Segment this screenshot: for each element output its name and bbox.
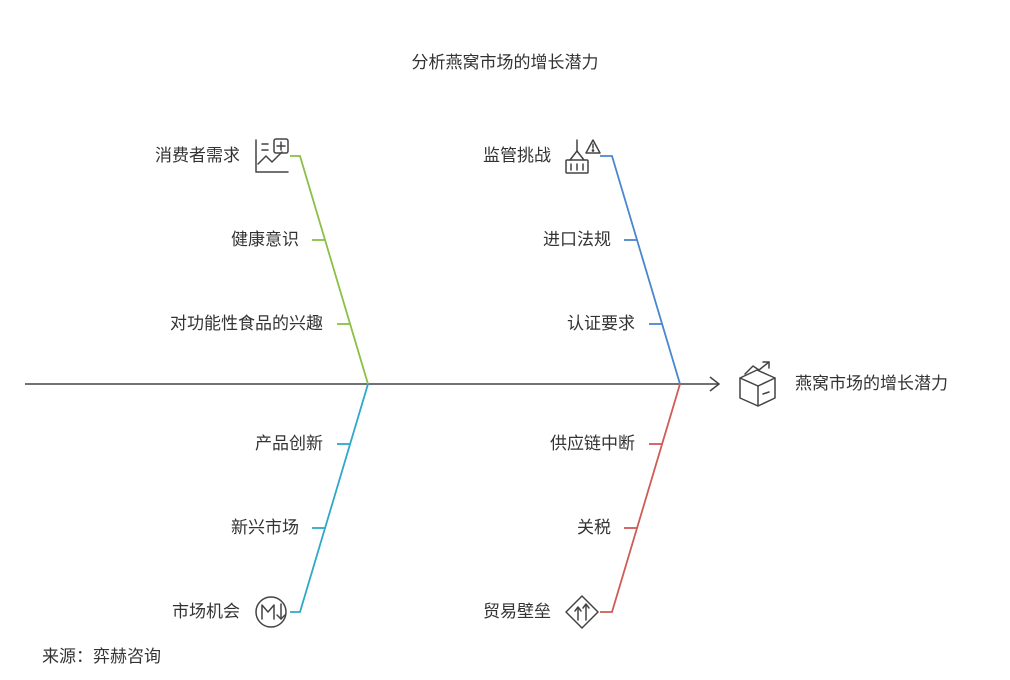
cause-label-import: 进口法规 bbox=[543, 230, 611, 250]
cause-label-innovation: 产品创新 bbox=[255, 434, 323, 454]
chart-plus-icon bbox=[255, 138, 289, 173]
source-note: 来源：弈赫咨询 bbox=[42, 647, 161, 667]
branch-consumer bbox=[290, 155, 369, 385]
cause-label-cert: 认证要求 bbox=[567, 314, 635, 334]
branch-regulation bbox=[600, 155, 681, 385]
m-down-arrow-icon bbox=[255, 596, 287, 628]
box-trend-icon bbox=[739, 361, 776, 407]
cause-label-supply: 供应链中断 bbox=[550, 434, 635, 454]
cart-warning-icon bbox=[565, 139, 601, 174]
branch-market bbox=[290, 383, 369, 613]
branch-label-regulation: 监管挑战 bbox=[483, 146, 551, 166]
cause-label-tariff: 关税 bbox=[577, 518, 611, 538]
branch-trade bbox=[600, 383, 681, 613]
branch-label-market: 市场机会 bbox=[172, 602, 240, 622]
cause-label-functional: 对功能性食品的兴趣 bbox=[170, 314, 323, 334]
up-arrow-diamond-icon bbox=[565, 595, 599, 629]
cause-label-emerging: 新兴市场 bbox=[231, 518, 299, 538]
branch-label-consumer: 消费者需求 bbox=[155, 146, 240, 166]
spine-arrowhead bbox=[709, 376, 721, 392]
cause-label-health: 健康意识 bbox=[231, 230, 299, 250]
branch-label-trade: 贸易壁垒 bbox=[483, 602, 551, 622]
diagram-title: 分析燕窝市场的增长潜力 bbox=[411, 53, 599, 73]
head-label: 燕窝市场的增长潜力 bbox=[795, 374, 948, 394]
